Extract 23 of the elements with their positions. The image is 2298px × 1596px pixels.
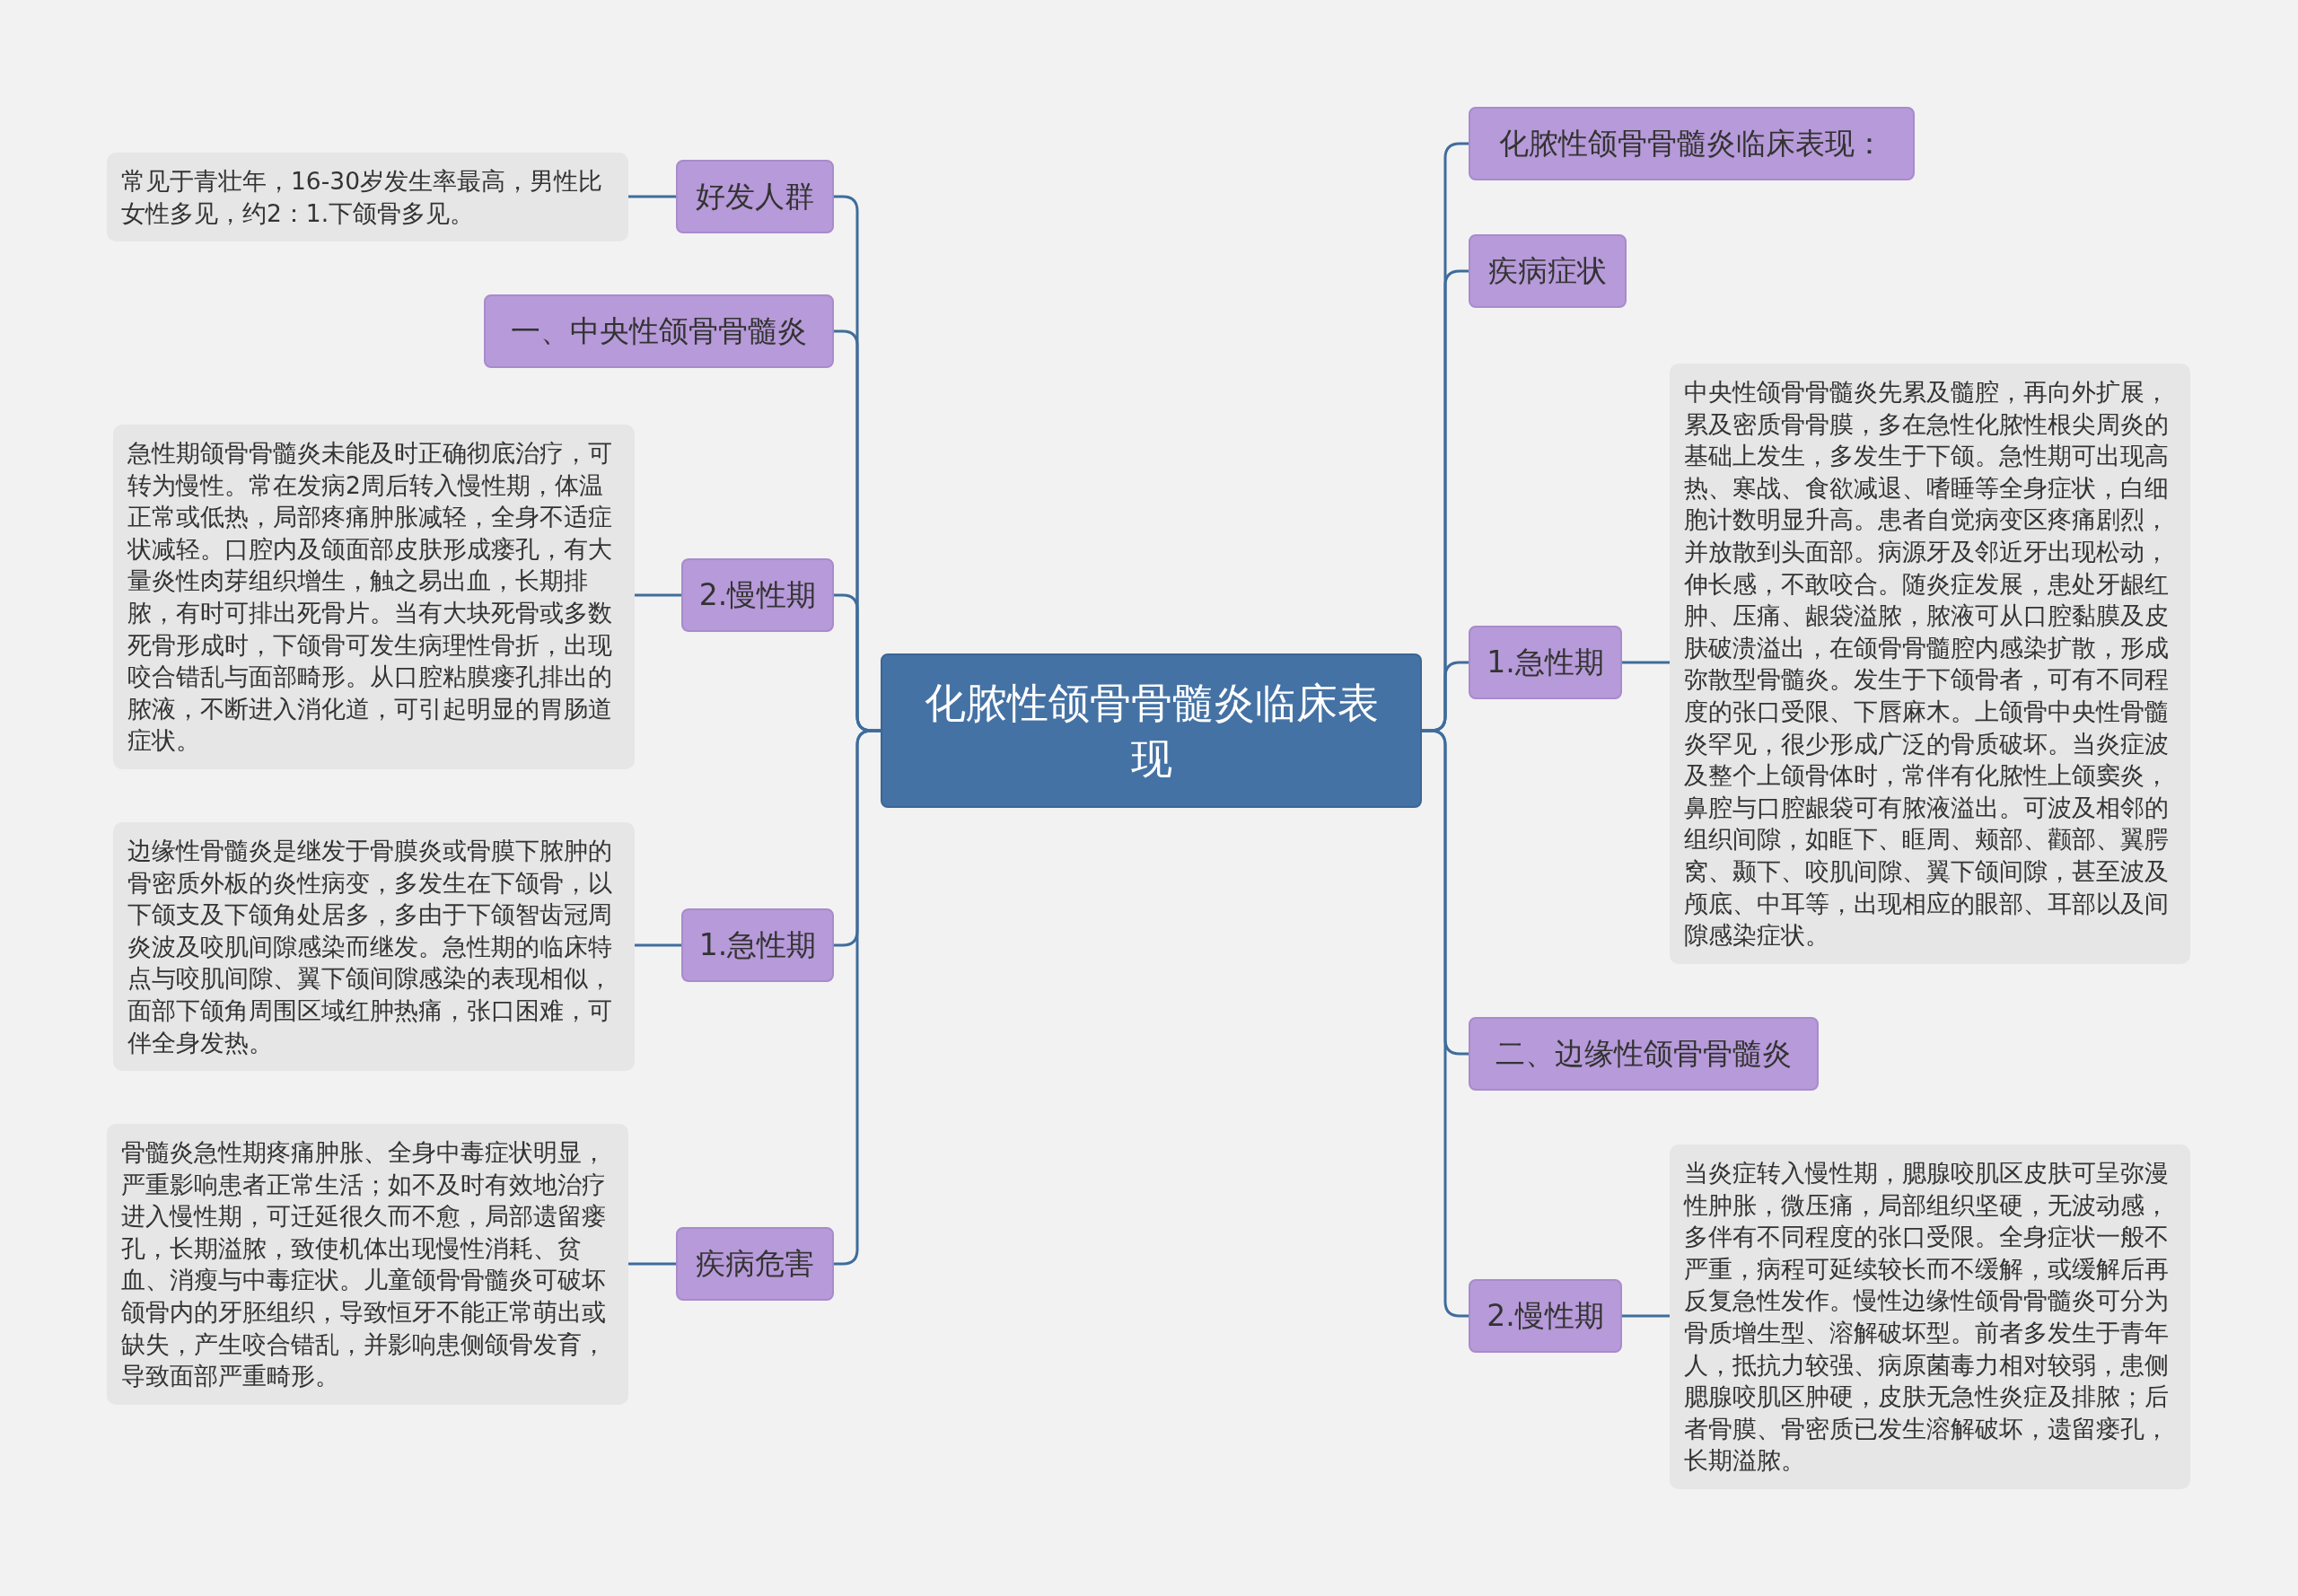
connector-line — [628, 195, 676, 198]
connector-line — [1622, 661, 1670, 664]
topic-box: 1.急性期 — [1469, 626, 1622, 699]
note-box: 中央性颌骨骨髓炎先累及髓腔，再向外扩展，累及密质骨骨膜，多在急性化脓性根尖周炎的基础上发生，多发生于下颌。急性期可出现高热、寒战、食欲减退、嗜睡等全身症状，白细胞计数明显升高。患者自觉病变区疼痛剧烈，并放散到头面部。病源牙及邻近牙出现松动，伸长感，不敢咬合。随炎症发展，患处牙龈红肿、压痛、龈袋溢脓，脓液可从口腔黏膜及皮肤破溃溢出，在颌骨骨髓腔内感染扩散，形成弥散型骨髓炎。发生于下颌骨者，可有不同程度的张口受限、下唇麻木。上颌骨中央性骨髓炎罕见，很少形成广泛的骨质破坏。当炎症波及整个上颌骨体时，常伴有化脓性上颌窦炎，鼻腔与口腔龈袋可有脓液溢出。可波及相邻的组织间隙，如眶下、眶周、颊部、颧部、翼腭窝、颞下、咬肌间隙、翼下颌间隙，甚至波及颅底、中耳等，出现相应的眼部、耳部以及间隙感染症状。 — [1670, 364, 2190, 964]
note-box: 骨髓炎急性期疼痛肿胀、全身中毒症状明显，严重影响患者正常生活；如不及时有效地治疗进入慢性期，可迁延很久而不愈，局部遗留瘘孔，长期溢脓，致使机体出现慢性消耗、贫血、消瘦与中毒症状。儿童颌骨骨髓炎可破坏颌骨内的牙胚组织，导致恒牙不能正常萌出或缺失，产生咬合错乱，并影响患侧颌骨发育，导致面部严重畸形。 — [107, 1124, 628, 1405]
note-box: 边缘性骨髓炎是继发于骨膜炎或骨膜下脓肿的骨密质外板的炎性病变，多发生在下颌骨，以下颌支及下颌角处居多，多由于下颌智齿冠周炎波及咬肌间隙感染而继发。急性期的临床特点与咬肌间隙、翼下颌间隙感染的表现相似，面部下颌角周围区域红肿热痛，张口困难，可伴全身发热。 — [113, 822, 635, 1072]
note-box: 当炎症转入慢性期，腮腺咬肌区皮肤可呈弥漫性肿胀，微压痛，局部组织坚硬，无波动感，多伴有不同程度的张口受限。全身症状一般不严重，病程可延续较长而不缓解，或缓解后再反复急性发作。慢性边缘性颌骨骨髓炎可分为骨质增生型、溶解破坏型。前者多发生于青年人，抵抗力较强、病原菌毒力相对较弱，患侧腮腺咬肌区肿硬，皮肤无急性炎症及排脓；后者骨膜、骨密质已发生溶解破坏，遗留瘘孔，长期溢脓。 — [1670, 1144, 2190, 1489]
topic-box: 二、边缘性颌骨骨髓炎 — [1469, 1017, 1819, 1091]
topic-box: 1.急性期 — [681, 908, 834, 982]
connector-line — [635, 593, 681, 597]
connector-line — [628, 1262, 676, 1266]
topic-box: 疾病危害 — [676, 1227, 834, 1301]
topic-box: 一、中央性颌骨骨髓炎 — [484, 294, 834, 368]
topic-box: 2.慢性期 — [1469, 1279, 1622, 1353]
topic-box: 2.慢性期 — [681, 558, 834, 632]
topic-box: 化脓性颌骨骨髓炎临床表现： — [1469, 107, 1915, 180]
connector-line — [635, 943, 681, 947]
note-box: 常见于青壮年，16-30岁发生率最高，男性比女性多见，约2：1.下颌骨多见。 — [107, 153, 628, 242]
topic-box: 疾病症状 — [1469, 234, 1627, 308]
connector-line — [1622, 1314, 1670, 1318]
note-box: 急性期颌骨骨髓炎未能及时正确彻底治疗，可转为慢性。常在发病2周后转入慢性期，体温正常或低热，局部疼痛肿胀减轻，全身不适症状减轻。口腔内及颌面部皮肤形成瘘孔，有大量炎性肉芽组织增生，触之易出血，长期排脓，有时可排出死骨片。当有大块死骨或多数死骨形成时，下颌骨可发生病理性骨折，出现咬合错乱与面部畸形。从口腔粘膜瘘孔排出的脓液，不断进入消化道，可引起明显的胃肠道症状。 — [113, 425, 635, 769]
central-topic-box: 化脓性颌骨骨髓炎临床表现 — [881, 653, 1422, 808]
topic-box: 好发人群 — [676, 160, 834, 233]
